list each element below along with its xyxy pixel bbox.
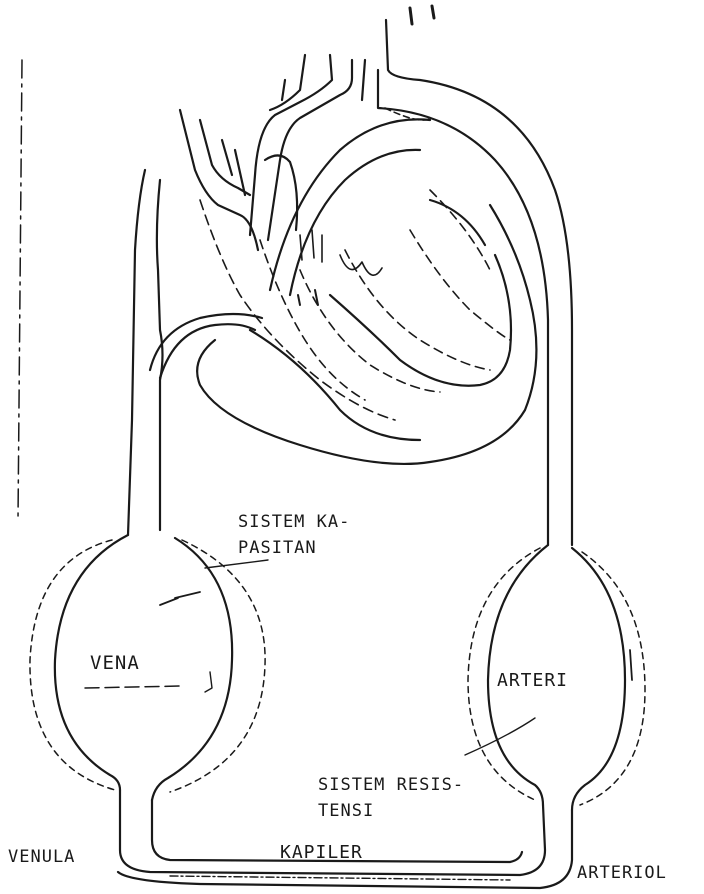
arteri-label: ARTERI (497, 670, 568, 691)
vena-cava-tube (128, 170, 262, 535)
aorta-tube (362, 20, 572, 545)
labels: SISTEM KA- PASITAN VENA ARTERI SISTEM RE… (8, 512, 667, 883)
heart (197, 119, 536, 464)
vena-reservoir (30, 535, 268, 800)
aortic-arch-branches (180, 55, 352, 250)
vena-label: VENA (90, 652, 140, 674)
page-edge-line (18, 60, 22, 520)
kapiler-label: KAPILER (280, 842, 363, 863)
venula-label: VENULA (8, 847, 75, 867)
kapasitan-label-line1: SISTEM KA- (238, 512, 350, 532)
kapasitan-label-line2: PASITAN (238, 538, 317, 558)
resistensi-label-line1: SISTEM RESIS- (318, 775, 464, 795)
resistensi-label-line2: TENSI (318, 801, 374, 821)
arteriol-label: ARTERIOL (577, 863, 667, 883)
scan-marks (410, 6, 434, 24)
